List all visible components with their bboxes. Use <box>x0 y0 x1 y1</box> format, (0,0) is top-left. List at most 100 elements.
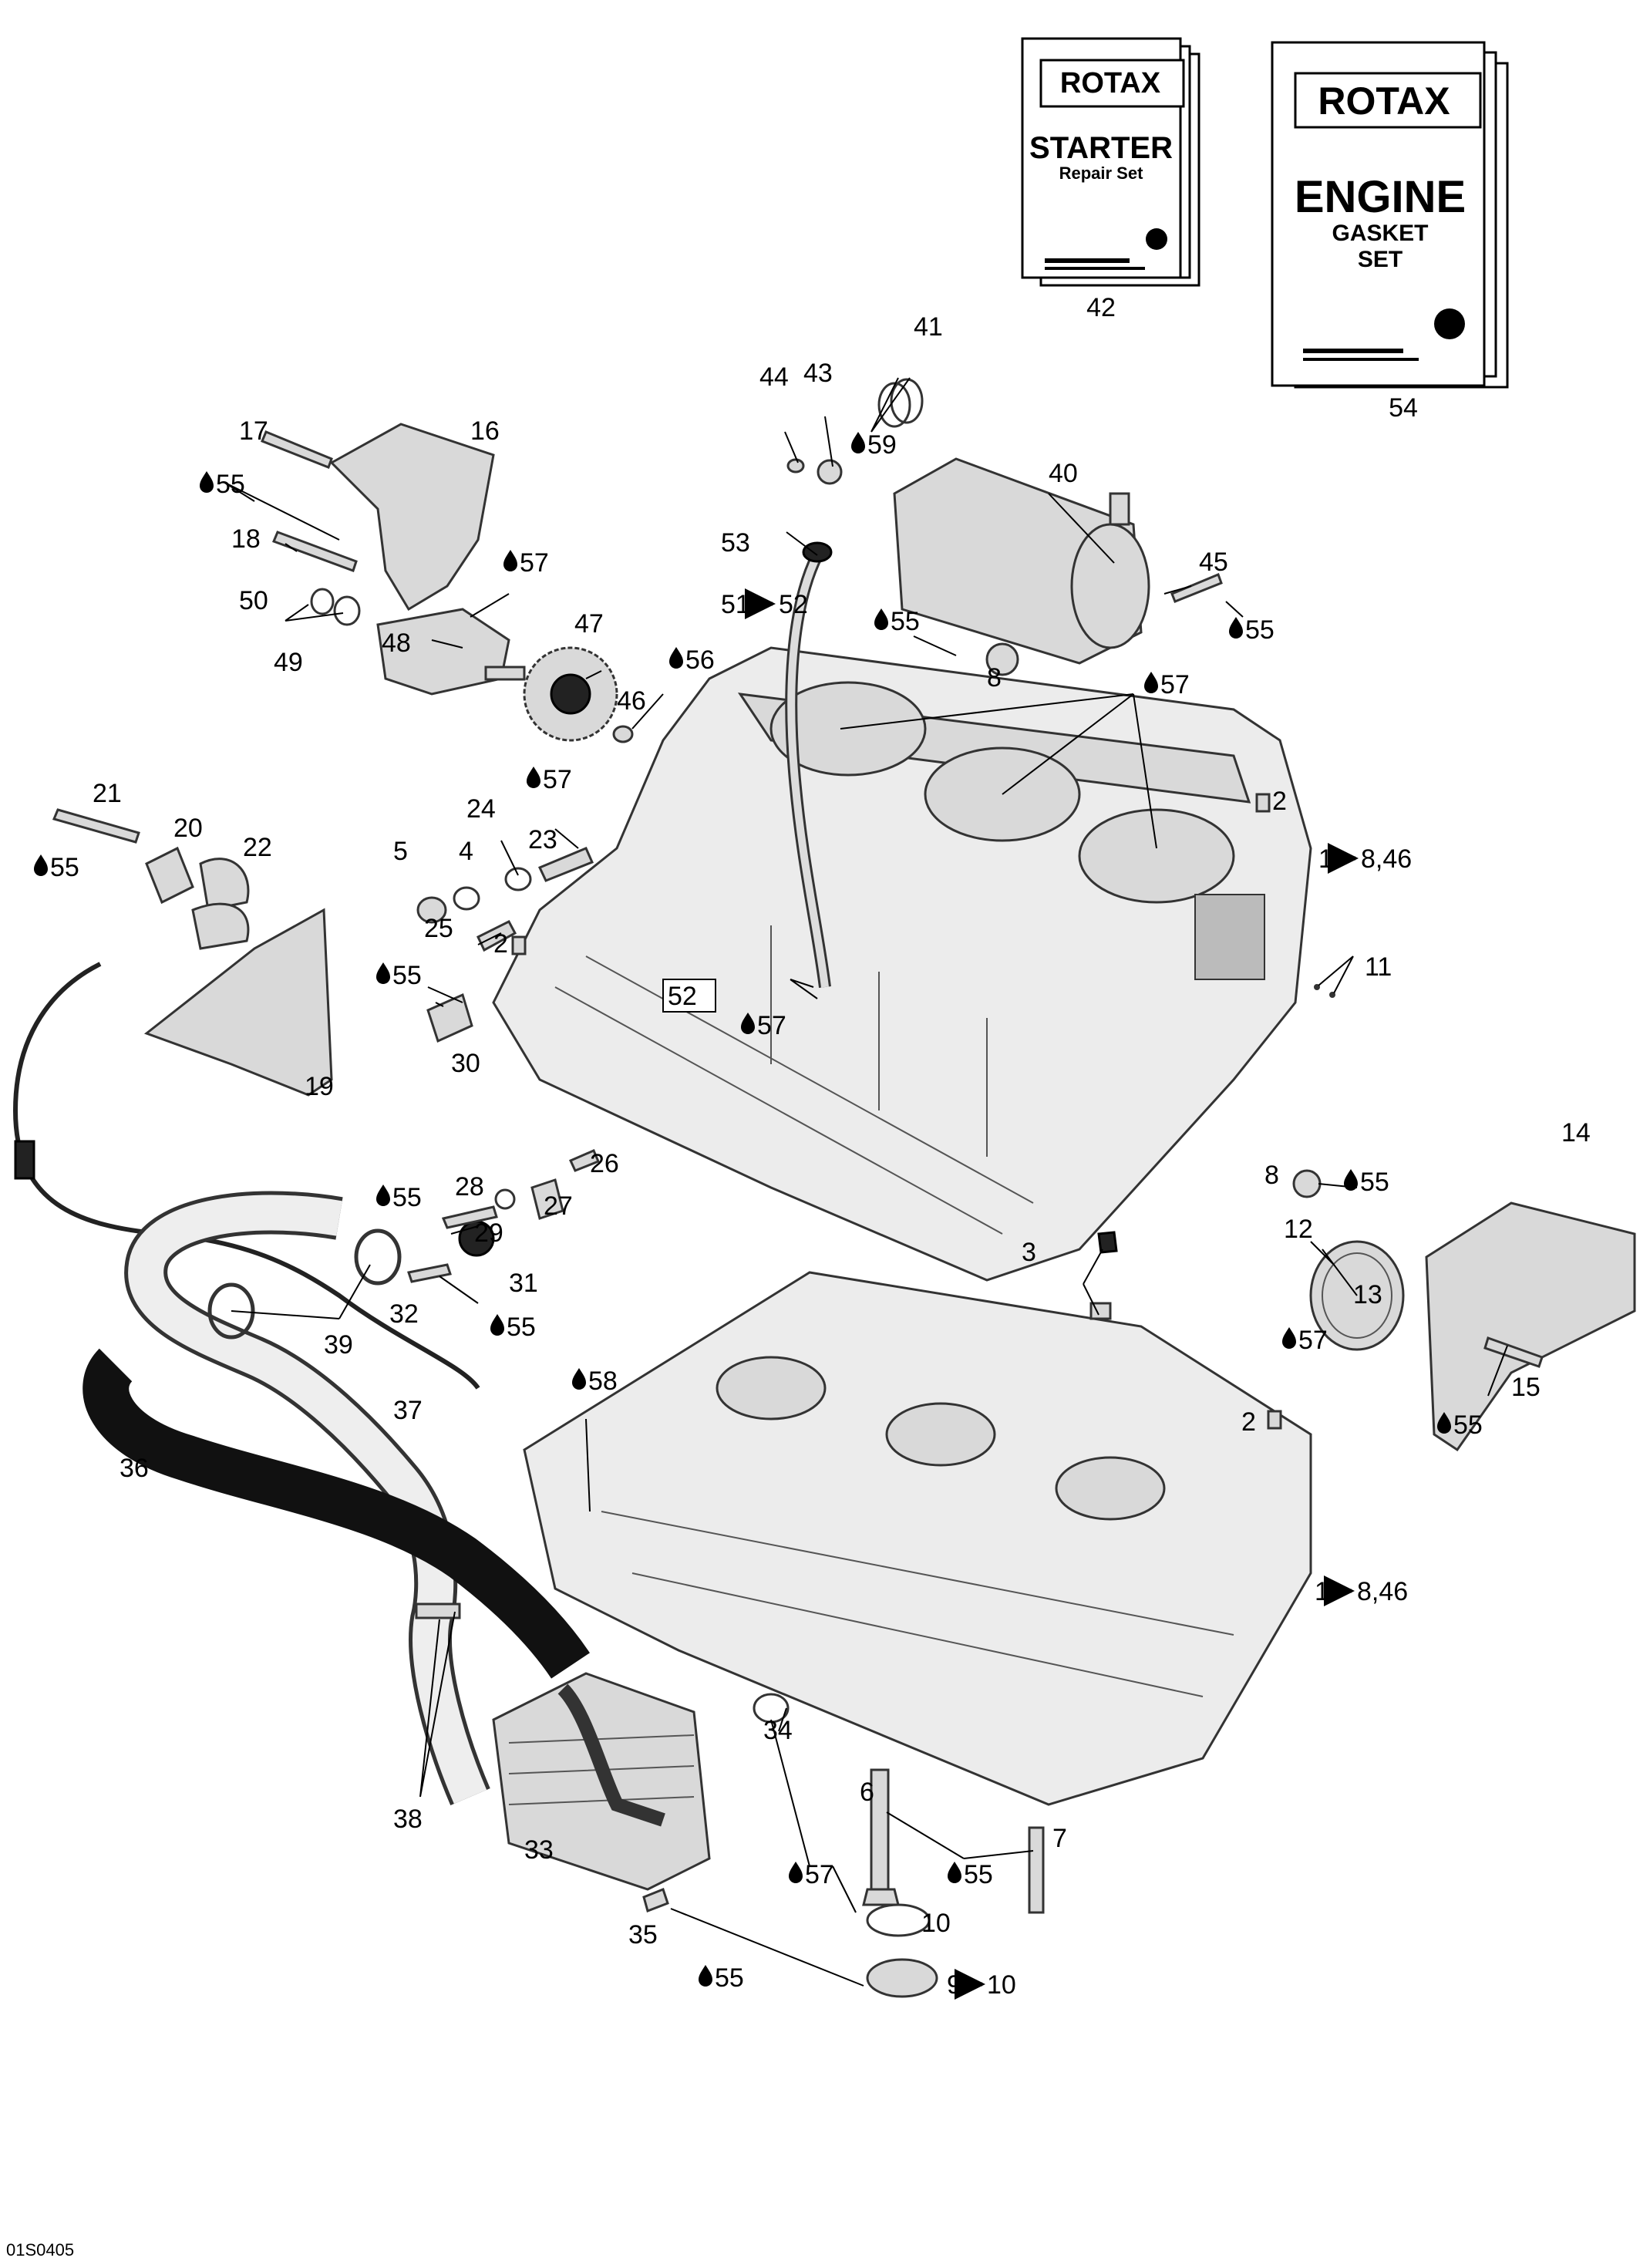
lube-55-bolts: 55 <box>948 1860 993 1889</box>
gasket-book-line3: SET <box>1358 247 1402 272</box>
label-28: 28 <box>455 1172 484 1201</box>
lube-57-oring34: 57 <box>789 1860 834 1889</box>
starter-gear-43 <box>817 459 843 485</box>
svg-text:55: 55 <box>964 1860 993 1889</box>
svg-text:57: 57 <box>543 765 572 794</box>
label-38: 38 <box>393 1805 423 1834</box>
lubricant-callouts: 59 55 55 57 55 57 56 57 55 55 57 55 55 5… <box>34 430 1483 1993</box>
leader-lines <box>223 377 1508 1987</box>
svg-text:55: 55 <box>392 1183 422 1212</box>
label-34: 34 <box>763 1716 793 1745</box>
label-7: 7 <box>1052 1824 1067 1853</box>
label-41: 41 <box>914 312 943 342</box>
label-19: 19 <box>305 1072 334 1101</box>
label-18: 18 <box>231 524 261 554</box>
plug-8-right <box>1292 1169 1322 1198</box>
svg-text:1: 1 <box>1315 1577 1329 1606</box>
label-27: 27 <box>544 1191 573 1221</box>
support-bracket-19 <box>143 908 333 1097</box>
bolt-35 <box>642 1888 669 1912</box>
lube-57-cover: 57 <box>1282 1326 1328 1355</box>
sensor-3 <box>1089 1231 1118 1320</box>
lube-55-screw21: 55 <box>34 853 79 882</box>
dipstick-tube <box>785 541 833 988</box>
label-11: 11 <box>1365 952 1392 982</box>
label-45: 45 <box>1199 548 1228 577</box>
svg-text:57: 57 <box>1298 1326 1328 1355</box>
washers-49-50 <box>310 588 361 626</box>
gasket-book-title: ENGINE <box>1295 172 1466 222</box>
svg-text:52: 52 <box>668 982 697 1011</box>
label-47: 47 <box>574 609 604 639</box>
upper-crankcase <box>492 646 1312 1282</box>
label-17: 17 <box>239 416 268 446</box>
svg-text:55: 55 <box>507 1313 536 1342</box>
svg-text:58: 58 <box>588 1367 618 1396</box>
label-4: 4 <box>459 837 473 866</box>
label-32: 32 <box>389 1299 419 1329</box>
label-15: 15 <box>1511 1373 1541 1402</box>
diagram-code: 01S0405 <box>6 2240 74 2260</box>
label-25: 25 <box>424 914 453 943</box>
label-8: 8 <box>987 663 1002 693</box>
svg-text:57: 57 <box>805 1860 834 1889</box>
svg-text:57: 57 <box>1160 670 1190 699</box>
svg-text:55: 55 <box>1360 1168 1389 1197</box>
starter-book-subtitle: Repair Set <box>1059 163 1143 183</box>
lube-55-starter: 55 <box>874 607 920 636</box>
label-44: 44 <box>759 362 789 392</box>
lube-57-bendix: 57 <box>503 548 549 578</box>
plug-8-upper <box>985 642 1019 676</box>
lube-57-cylinders: 57 <box>1144 670 1190 699</box>
svg-text:55: 55 <box>216 470 245 499</box>
label-6: 6 <box>860 1778 874 1807</box>
svg-text:8,46: 8,46 <box>1361 844 1412 874</box>
svg-text:56: 56 <box>685 645 715 675</box>
svg-text:1: 1 <box>1318 844 1333 874</box>
label-48: 48 <box>382 629 411 658</box>
lube-55-screw15: 55 <box>1437 1410 1483 1440</box>
svg-text:57: 57 <box>757 1011 786 1040</box>
label-36: 36 <box>120 1454 149 1483</box>
plugs-26-27-28-29 <box>441 1149 600 1229</box>
lube-58: 58 <box>572 1367 618 1396</box>
bracket-20-22 <box>145 846 250 950</box>
lube-55-screw45: 55 <box>1229 615 1275 645</box>
label-53: 53 <box>721 528 750 558</box>
screw-32 <box>407 1263 452 1283</box>
gear-47 <box>523 646 618 742</box>
lube-55-fitting30: 55 <box>376 961 422 990</box>
svg-text:10: 10 <box>987 1970 1016 2000</box>
label-42: 42 <box>1086 293 1116 322</box>
label-10: 10 <box>921 1909 951 1938</box>
engine-gasket-set-book: ROTAX ENGINE GASKET SET 54 <box>1271 41 1509 423</box>
svg-text:8,46: 8,46 <box>1357 1577 1408 1606</box>
clamps-38-39 <box>207 1228 461 1619</box>
svg-text:55: 55 <box>1453 1410 1483 1440</box>
lube-55-screw29: 55 <box>376 1183 422 1212</box>
part-labels: 40 41 43 44 45 53 51 52 8 17 16 18 50 49… <box>93 312 1591 2000</box>
o-rings-41 <box>877 378 924 428</box>
starter-motor <box>893 457 1150 665</box>
svg-text:55: 55 <box>1245 615 1275 645</box>
label-33: 33 <box>524 1835 554 1865</box>
label-5: 5 <box>393 837 408 866</box>
label-21: 21 <box>93 779 122 808</box>
svg-text:59: 59 <box>867 430 897 460</box>
svg-text:52: 52 <box>779 590 808 619</box>
dowel-pins-2-11 <box>511 793 1335 1430</box>
label-43: 43 <box>803 359 833 388</box>
svg-text:9: 9 <box>947 1970 961 2000</box>
engine-support-16 <box>329 423 495 612</box>
label-12: 12 <box>1284 1215 1313 1244</box>
lube-55-screw32: 55 <box>490 1313 536 1342</box>
label-54: 54 <box>1389 393 1418 423</box>
svg-text:55: 55 <box>891 607 920 636</box>
screw-45 <box>1170 573 1223 603</box>
label-37: 37 <box>393 1396 423 1425</box>
oil-cooler-33 <box>492 1672 711 1891</box>
gasket-book-line2: GASKET <box>1332 221 1428 246</box>
lube-55-plug9: 55 <box>699 1963 744 1993</box>
label-35: 35 <box>628 1920 658 1950</box>
